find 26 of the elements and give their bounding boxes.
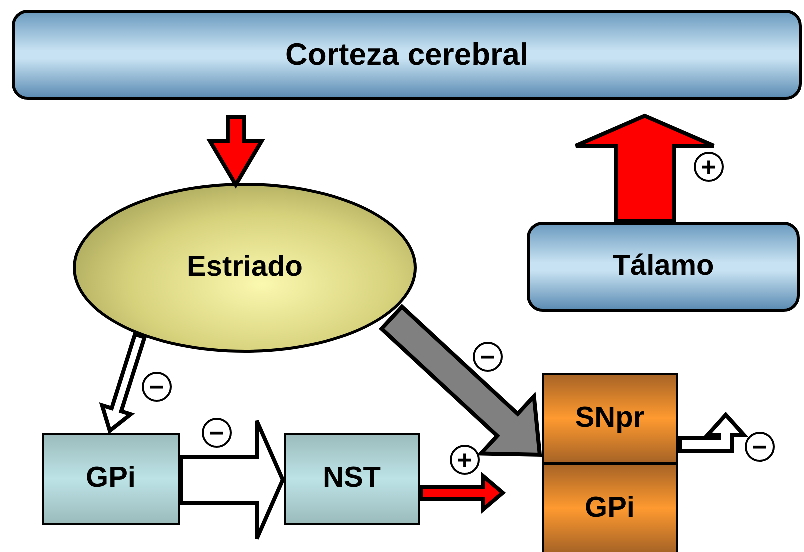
process-box: [542, 463, 678, 552]
node-label: Tálamo: [612, 249, 714, 284]
node-label: Estriado: [186, 250, 304, 286]
block-arrow: [574, 114, 716, 223]
block-arrow: [99, 332, 148, 434]
node-label: SNpr: [575, 400, 645, 436]
edge-label: −: [745, 432, 775, 462]
block-arrow: [419, 472, 506, 514]
process-box: [284, 433, 420, 525]
thalamus-box: [527, 222, 800, 312]
edge-label: −: [142, 372, 172, 402]
edge-label: +: [694, 152, 724, 182]
edge-label: +: [450, 445, 480, 475]
process-box: [42, 433, 180, 525]
block-arrow: [678, 412, 748, 454]
node-label: Corteza cerebral: [286, 36, 528, 74]
node-label: GPi: [86, 461, 136, 496]
cortex-bar: [12, 10, 802, 100]
block-arrow: [378, 304, 542, 458]
node-label: NST: [323, 461, 381, 496]
edge-label: −: [473, 342, 503, 372]
block-arrow: [206, 115, 266, 189]
process-box: [542, 373, 678, 464]
block-arrow: [179, 419, 286, 541]
node-label: GPi: [585, 490, 635, 526]
edge-label: −: [202, 418, 232, 448]
